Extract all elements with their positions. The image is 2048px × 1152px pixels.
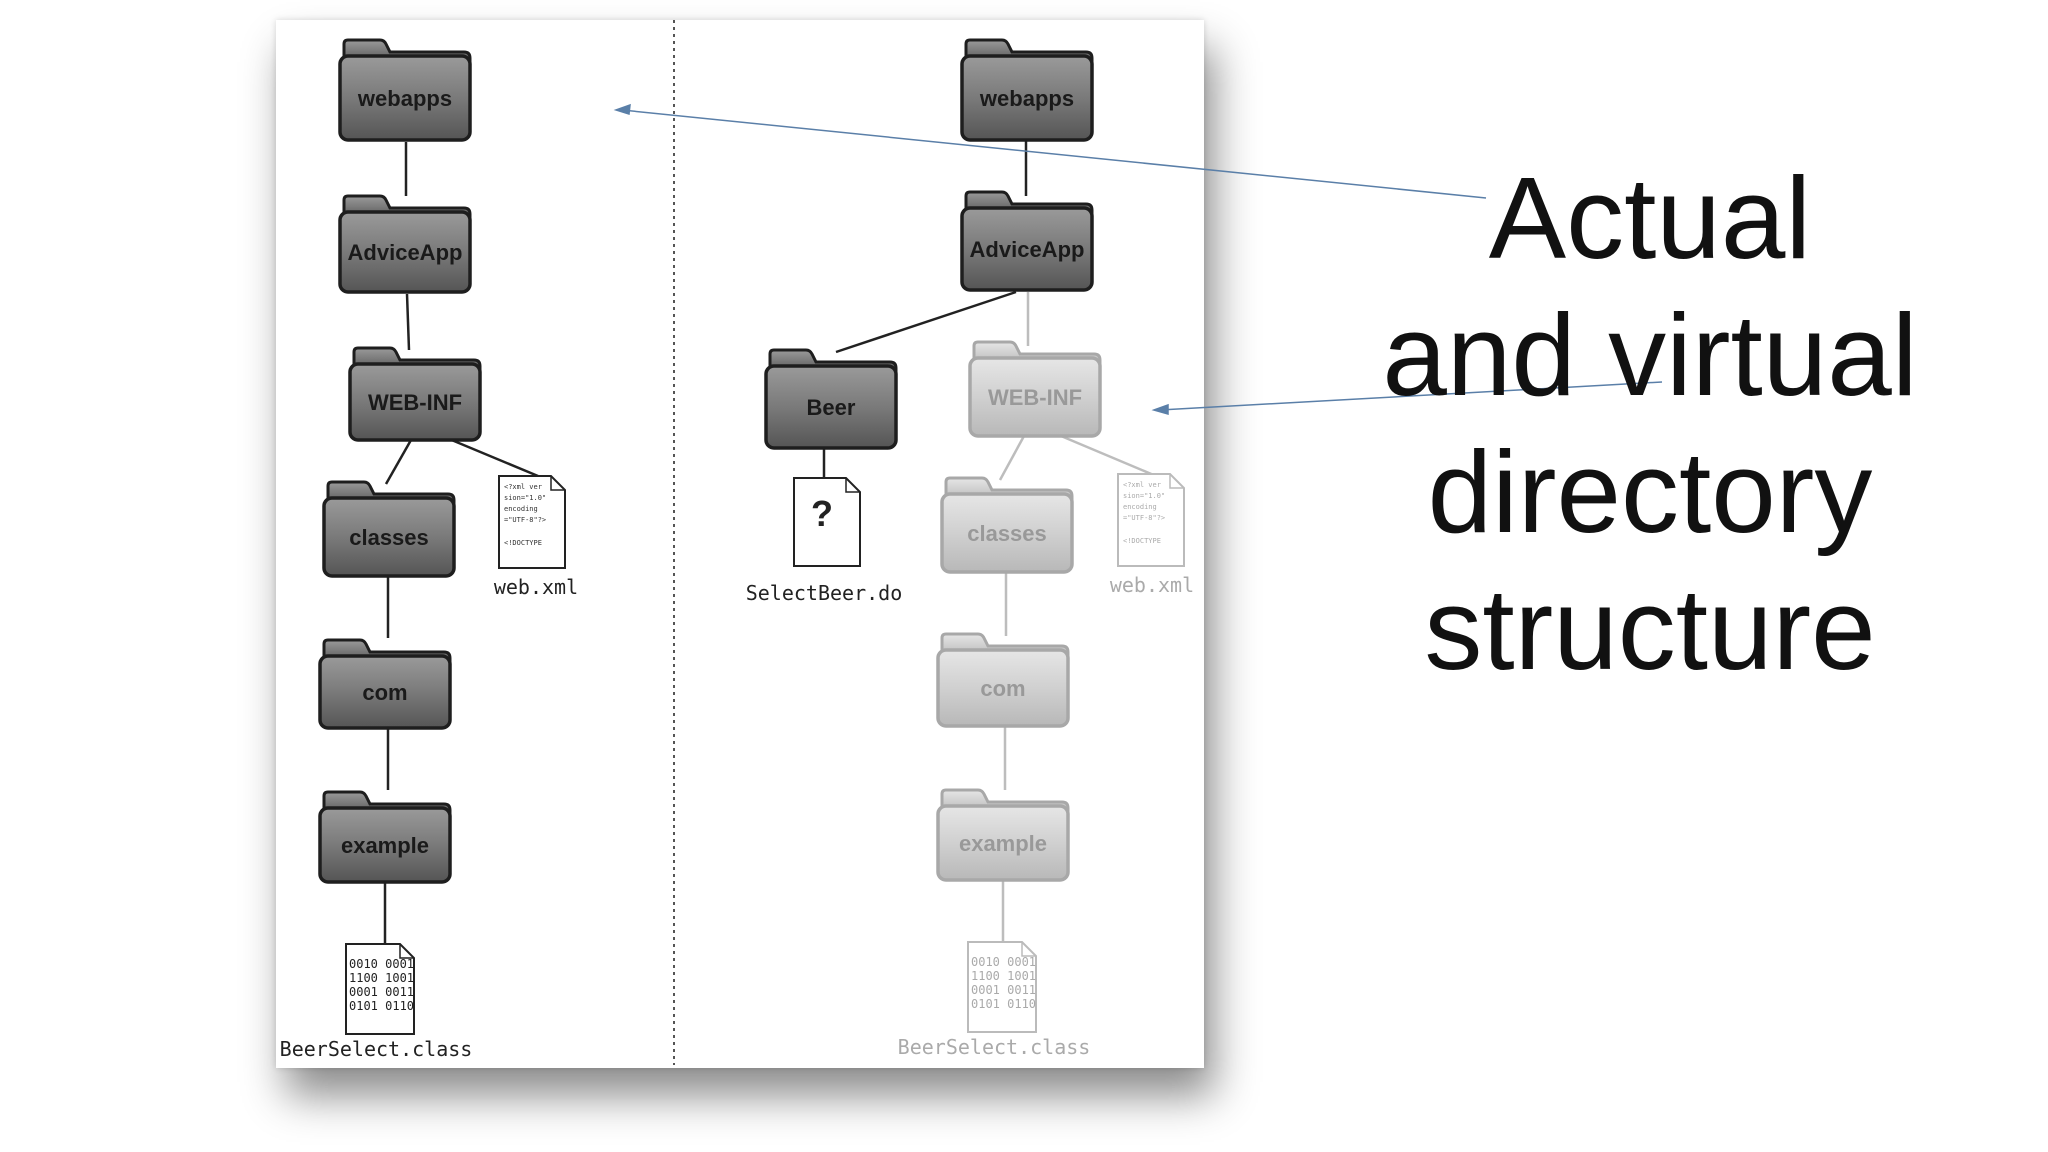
virtual-connectors-active bbox=[822, 140, 1028, 478]
xml-line: sion="1.0" bbox=[1123, 492, 1165, 500]
virtual-web-xml-label: web.xml bbox=[1110, 573, 1194, 597]
folder-label: webapps bbox=[357, 86, 452, 111]
binary-line: 0001 0011 bbox=[971, 983, 1036, 997]
virtual-request-label: SelectBeer.do bbox=[746, 581, 903, 605]
binary-line: 0010 0001 bbox=[349, 957, 414, 971]
folder-label: AdviceApp bbox=[348, 240, 463, 265]
folder-icon: example bbox=[936, 788, 1070, 882]
folder-label: AdviceApp bbox=[970, 237, 1085, 262]
binary-line: 0010 0001 bbox=[971, 955, 1036, 969]
folder-icon: AdviceApp bbox=[338, 194, 472, 294]
folder-label: classes bbox=[967, 521, 1047, 546]
folder-label: WEB-INF bbox=[368, 390, 462, 415]
folder-label: classes bbox=[349, 525, 429, 550]
folder-icon: AdviceApp bbox=[960, 190, 1094, 292]
actual-connectors bbox=[383, 142, 539, 944]
binary-document-icon: 0010 0001 1100 1001 0001 0011 0101 0110 bbox=[967, 941, 1037, 1033]
folder-label: example bbox=[341, 833, 429, 858]
folder-icon: com bbox=[936, 632, 1070, 728]
xml-line: <!DOCTYPE bbox=[504, 539, 542, 547]
actual-web-xml-label: web.xml bbox=[494, 575, 578, 599]
xml-line: ="UTF-8"?> bbox=[1123, 514, 1165, 522]
folder-label: WEB-INF bbox=[988, 385, 1082, 410]
folder-icon: example bbox=[318, 790, 452, 884]
folder-icon: WEB-INF bbox=[968, 340, 1102, 438]
folder-icon: classes bbox=[940, 476, 1074, 574]
binary-line: 0101 0110 bbox=[971, 997, 1036, 1011]
title-line: directory bbox=[1427, 427, 1873, 557]
xml-line: sion="1.0" bbox=[504, 494, 546, 502]
arrow-head-icon bbox=[613, 103, 631, 115]
xml-line: encoding bbox=[1123, 503, 1157, 511]
folder-label: Beer bbox=[807, 395, 856, 420]
folder-icon: classes bbox=[322, 480, 456, 578]
folder-label: com bbox=[980, 676, 1025, 701]
folder-icon: WEB-INF bbox=[348, 346, 482, 442]
arrow-to-actual bbox=[621, 109, 1487, 199]
virtual-connectors-faded bbox=[998, 292, 1157, 942]
xml-line: encoding bbox=[504, 505, 538, 513]
xml-line: ="UTF-8"?> bbox=[504, 516, 546, 524]
folder-icon: Beer bbox=[764, 348, 898, 450]
title-line: structure bbox=[1424, 564, 1876, 694]
question-document-icon: ? bbox=[793, 477, 861, 567]
virtual-class-label: BeerSelect.class bbox=[898, 1035, 1091, 1059]
request-glyph: ? bbox=[811, 493, 833, 534]
folder-label: webapps bbox=[979, 86, 1074, 111]
xml-line: <!DOCTYPE bbox=[1123, 537, 1161, 545]
actual-class-label: BeerSelect.class bbox=[280, 1037, 473, 1061]
xml-line: <?xml ver bbox=[504, 483, 542, 491]
folder-label: com bbox=[362, 680, 407, 705]
arrow-to-virtual bbox=[1159, 381, 1663, 411]
binary-line: 0101 0110 bbox=[349, 999, 414, 1013]
folder-label: example bbox=[959, 831, 1047, 856]
binary-line: 0001 0011 bbox=[349, 985, 414, 999]
xml-line: <?xml ver bbox=[1123, 481, 1161, 489]
title-line: Actual bbox=[1488, 153, 1812, 283]
slide-title: Actual and virtual directory structure bbox=[1340, 150, 1960, 698]
binary-line: 1100 1001 bbox=[349, 971, 414, 985]
xml-document-icon: <?xml ver sion="1.0" encoding ="UTF-8"?>… bbox=[498, 475, 566, 569]
folder-icon: webapps bbox=[338, 38, 472, 142]
title-line: and virtual bbox=[1382, 290, 1918, 420]
xml-document-icon: <?xml ver sion="1.0" encoding ="UTF-8"?>… bbox=[1117, 473, 1185, 567]
binary-document-icon: 0010 0001 1100 1001 0001 0011 0101 0110 bbox=[345, 943, 415, 1035]
folder-icon: com bbox=[318, 638, 452, 730]
binary-line: 1100 1001 bbox=[971, 969, 1036, 983]
arrow-head-icon bbox=[1151, 403, 1169, 415]
folder-icon: webapps bbox=[960, 38, 1094, 142]
